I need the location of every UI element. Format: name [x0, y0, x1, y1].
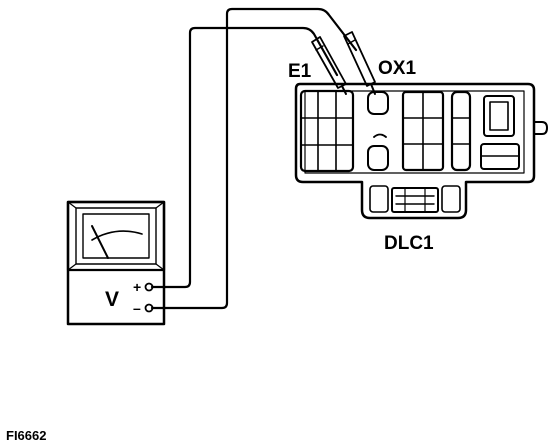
voltmeter: [66, 200, 166, 326]
label-voltmeter: V: [105, 288, 119, 311]
label-dlc1: DLC1: [384, 233, 434, 254]
label-ox1: OX1: [378, 58, 416, 79]
terminal-grid-middle: [401, 90, 445, 172]
terminal-negative: [144, 303, 154, 313]
wire-positive: [150, 26, 339, 289]
terminal-ox1: [367, 91, 389, 171]
meter-needle: [91, 225, 109, 259]
terminal-column: [450, 90, 472, 172]
figure-id: FI6662: [6, 428, 46, 443]
meter-scale: [91, 230, 143, 241]
label-plus: +: [133, 279, 141, 295]
terminal-positive: [144, 282, 154, 292]
label-minus: –: [133, 300, 141, 316]
connector-block: [294, 82, 548, 220]
label-e1: E1: [288, 61, 312, 82]
terminal-grid-left: [299, 89, 355, 173]
terminal-grid-right: [480, 95, 520, 170]
meter-wiring: [150, 7, 358, 310]
probe-e1: [311, 36, 347, 95]
dlc1-socket: [369, 185, 461, 213]
wire-negative: [150, 7, 358, 310]
